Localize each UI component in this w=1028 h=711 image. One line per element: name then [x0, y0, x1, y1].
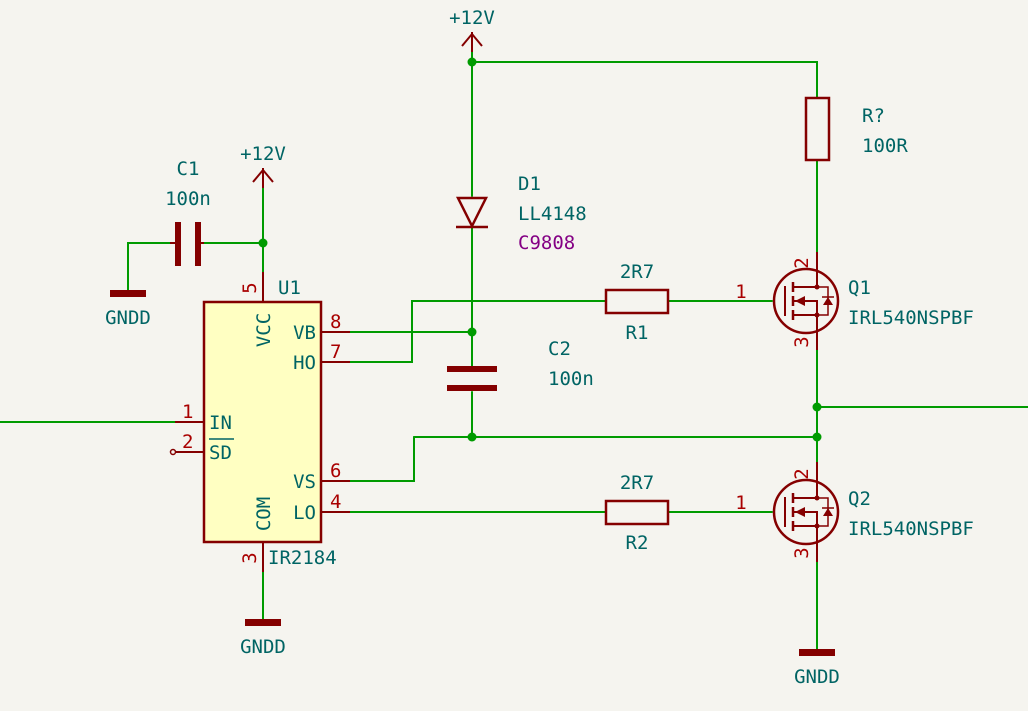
power-label: +12V	[240, 143, 286, 165]
u1-pin-vb-name: VB	[293, 322, 316, 344]
d1-ref: D1	[518, 173, 541, 195]
gnd-label: GNDD	[240, 636, 286, 658]
q2-ref: Q2	[848, 488, 871, 510]
resistor-r-unannotated: R? 100R	[804, 96, 908, 162]
c1-value: 100n	[165, 188, 211, 210]
u1-pin-ho-name: HO	[293, 352, 316, 374]
u1-pin-sd-name: SD	[209, 442, 232, 464]
d1-value: LL4148	[518, 203, 587, 225]
d1-field: C9808	[518, 232, 575, 254]
u1-pin1-num: 1	[182, 401, 193, 423]
r2-value: 2R7	[620, 472, 654, 494]
gnd-label: GNDD	[794, 666, 840, 688]
q2-value: IRL540NSPBF	[848, 518, 974, 540]
u1-pin-com-name: COM	[253, 497, 275, 531]
u1-pin4-num: 4	[330, 491, 341, 513]
q1-pin3: 3	[791, 336, 813, 347]
u1-pin-vcc-name: VCC	[253, 313, 275, 347]
r2-ref: R2	[626, 532, 649, 554]
gnd-q2: GNDD	[794, 649, 840, 688]
u1-value: IR2184	[268, 547, 337, 569]
u1-pin-vs-name: VS	[293, 471, 316, 493]
gnd-u1: GNDD	[240, 619, 286, 658]
r1-ref: R1	[626, 322, 649, 344]
capacitor-c2: C2 100n	[447, 338, 594, 391]
gnd-c1: GNDD	[105, 290, 151, 329]
rq-ref: R?	[862, 105, 885, 127]
junctions	[258, 57, 822, 442]
q1-pin1: 1	[735, 281, 746, 303]
diode-d1: D1 LL4148 C9808	[455, 173, 587, 254]
u1-pin5-num: 5	[239, 282, 261, 293]
u1-pin8-num: 8	[330, 311, 341, 333]
c2-value: 100n	[548, 368, 594, 390]
mosfet-q2: 1 2 3 Q2 IRL540NSPBF	[735, 462, 974, 562]
u1-pin-in-name: IN	[209, 412, 232, 434]
capacitor-c1: C1 100n	[165, 158, 211, 266]
c2-ref: C2	[548, 338, 571, 360]
mosfet-q1: 1 2 3 Q1 IRL540NSPBF	[735, 252, 974, 350]
q2-pin2: 2	[791, 468, 813, 479]
q1-ref: Q1	[848, 277, 871, 299]
resistor-r1: 2R7 R1	[604, 261, 670, 344]
rq-value: 100R	[862, 135, 908, 157]
u1-pin2-num: 2	[182, 431, 193, 453]
u1-pin-lo-name: LO	[293, 502, 316, 524]
c1-ref: C1	[177, 158, 200, 180]
gnd-label: GNDD	[105, 307, 151, 329]
q2-pin1: 1	[735, 492, 746, 514]
power-12v-left: +12V	[240, 143, 286, 188]
r1-value: 2R7	[620, 261, 654, 283]
q1-pin2: 2	[791, 257, 813, 268]
u1-ref: U1	[278, 277, 301, 299]
q1-value: IRL540NSPBF	[848, 307, 974, 329]
u1-pin6-num: 6	[330, 460, 341, 482]
resistor-r2: 2R7 R2	[604, 472, 670, 554]
ic-u1: 5 8 7 1 2 6 4 3 VCC VB HO IN SD VS LO CO…	[169, 272, 350, 572]
power-label: +12V	[449, 7, 495, 29]
q2-pin3: 3	[791, 547, 813, 558]
power-12v-top: +12V	[449, 7, 495, 52]
u1-pin7-num: 7	[330, 341, 341, 363]
u1-pin3-num: 3	[239, 552, 261, 563]
